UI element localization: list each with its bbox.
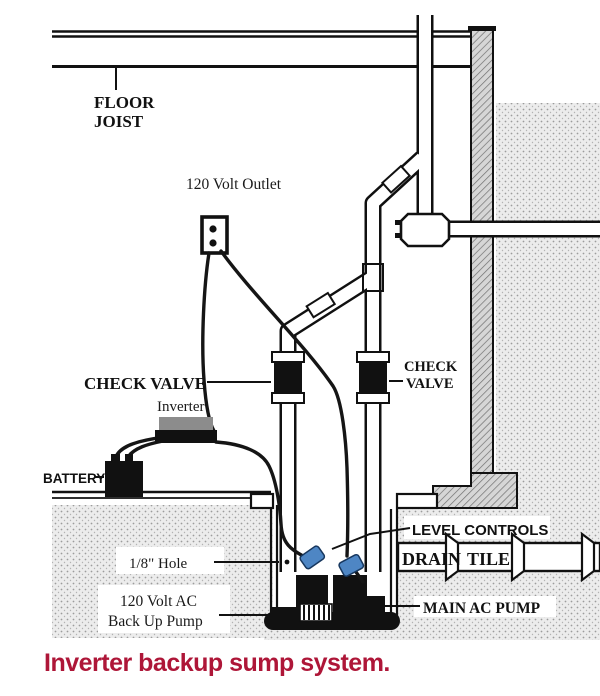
float-switch-backup [299, 545, 326, 570]
floor-joist-label-2: JOIST [94, 112, 144, 131]
check-valve-right-label-2: VALVE [406, 376, 454, 392]
float-pigtail [354, 570, 365, 584]
drain-tile-label-tile: TILE [467, 549, 510, 569]
pit-rim-left [249, 492, 275, 510]
pipe-tee-fitting [362, 263, 384, 292]
sump-system-diagram: DRAIN TILE [43, 15, 600, 640]
figure-caption: Inverter backup sump system. [44, 649, 390, 677]
level-controls-label: LEVEL CONTROLS [412, 522, 548, 539]
foundation-wall [432, 26, 518, 509]
leader-level-controls [331, 527, 411, 550]
check-valve-left-label: CHECK VALVE [84, 374, 206, 393]
backup-pump [270, 575, 333, 623]
drain-tile-pipe: DRAIN TILE [396, 531, 600, 583]
check-valve-backup [271, 351, 305, 404]
pipe-coupling [380, 164, 412, 194]
float-switch-main [338, 553, 365, 577]
wall-check-valve [395, 212, 451, 248]
hole-label: 1/8" Hole [129, 556, 188, 572]
backup-pump-label-1: 120 Volt AC [120, 593, 197, 610]
inverter-label: Inverter [157, 399, 204, 415]
cord-outlet-to-inverter [201, 251, 216, 433]
outlet-label: 120 Volt Outlet [186, 176, 282, 193]
weep-hole-dot [284, 559, 290, 565]
main-pump-label: MAIN AC PUMP [423, 600, 541, 617]
label-patch [116, 547, 224, 574]
basement-floor [52, 490, 271, 499]
drain-tile-label-drain: DRAIN [402, 549, 461, 569]
label-patch [98, 585, 230, 633]
cord-inverter-to-backup-pump [214, 440, 305, 558]
floor-joist-label-1: FLOOR [94, 93, 155, 112]
main-ac-pump [333, 575, 385, 620]
wall-footing [432, 472, 518, 509]
ceiling-lines [52, 30, 471, 68]
pit-rim-right [395, 492, 439, 510]
inverter-unit [155, 417, 217, 443]
pipe-coupling [305, 291, 337, 319]
backup-pump-label-2: Back Up Pump [108, 613, 203, 630]
label-patch [414, 596, 556, 617]
cord-outlet-to-main-pump [219, 249, 350, 558]
check-valve-right-label-1: CHECK [404, 359, 458, 375]
label-patch [404, 516, 550, 539]
battery-label: BATTERY [43, 471, 105, 486]
check-valve-main [356, 351, 390, 404]
outlet-icon [200, 215, 229, 255]
battery-unit [105, 454, 143, 497]
